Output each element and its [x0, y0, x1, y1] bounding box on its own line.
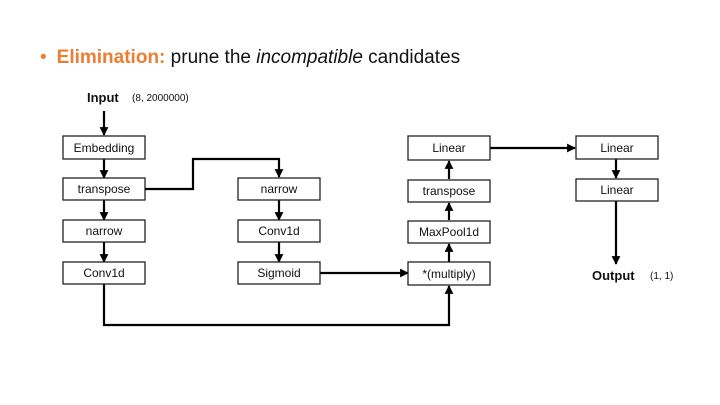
node-linear-a: Linear: [407, 135, 491, 161]
input-label: Input: [87, 90, 119, 105]
bullet-icon: •: [40, 47, 47, 68]
input-shape: (8, 2000000): [132, 93, 189, 104]
node-embedding: Embedding: [62, 135, 146, 160]
heading-text-before: prune the: [165, 47, 257, 68]
node-sigmoid: Sigmoid: [237, 261, 321, 285]
node-conv1d-a: Conv1d: [62, 261, 146, 285]
output-shape: (1, 1): [650, 271, 673, 282]
node-linear-c: Linear: [575, 178, 659, 202]
node-narrow-a: narrow: [62, 219, 146, 243]
slide-heading: • Elimination: prune the incompatible can…: [40, 47, 460, 69]
node-maxpool: MaxPool1d: [407, 220, 491, 244]
node-embedding-label: Embedding: [74, 141, 135, 155]
heading-emphasis: incompatible: [256, 47, 363, 68]
node-multiply: *(multiply): [407, 261, 491, 286]
node-linear-c-label: Linear: [600, 183, 633, 197]
heading-keyword: Elimination:: [56, 47, 166, 68]
node-maxpool-label: MaxPool1d: [419, 225, 479, 239]
node-transpose-b: transpose: [407, 179, 491, 203]
node-linear-b: Linear: [575, 135, 659, 160]
edge-conv1d-multiply: [102, 284, 454, 327]
edges: [99, 111, 621, 327]
node-conv1d-a-label: Conv1d: [83, 266, 124, 280]
node-conv1d-b: Conv1d: [237, 219, 321, 243]
output-label: Output: [592, 268, 635, 283]
node-narrow-b: narrow: [237, 177, 321, 201]
node-multiply-label: *(multiply): [422, 267, 475, 281]
node-linear-b-label: Linear: [600, 141, 633, 155]
node-narrow-b-label: narrow: [261, 182, 298, 196]
node-transpose-b-label: transpose: [423, 184, 476, 198]
node-sigmoid-label: Sigmoid: [257, 266, 300, 280]
node-narrow-a-label: narrow: [86, 224, 123, 238]
node-linear-a-label: Linear: [432, 141, 465, 155]
edge-transpose-narrow-b: [145, 157, 284, 191]
heading-text-after: candidates: [362, 47, 461, 68]
node-transpose-a-label: transpose: [78, 182, 131, 196]
node-transpose-a: transpose: [62, 177, 146, 201]
node-conv1d-b-label: Conv1d: [258, 224, 299, 238]
